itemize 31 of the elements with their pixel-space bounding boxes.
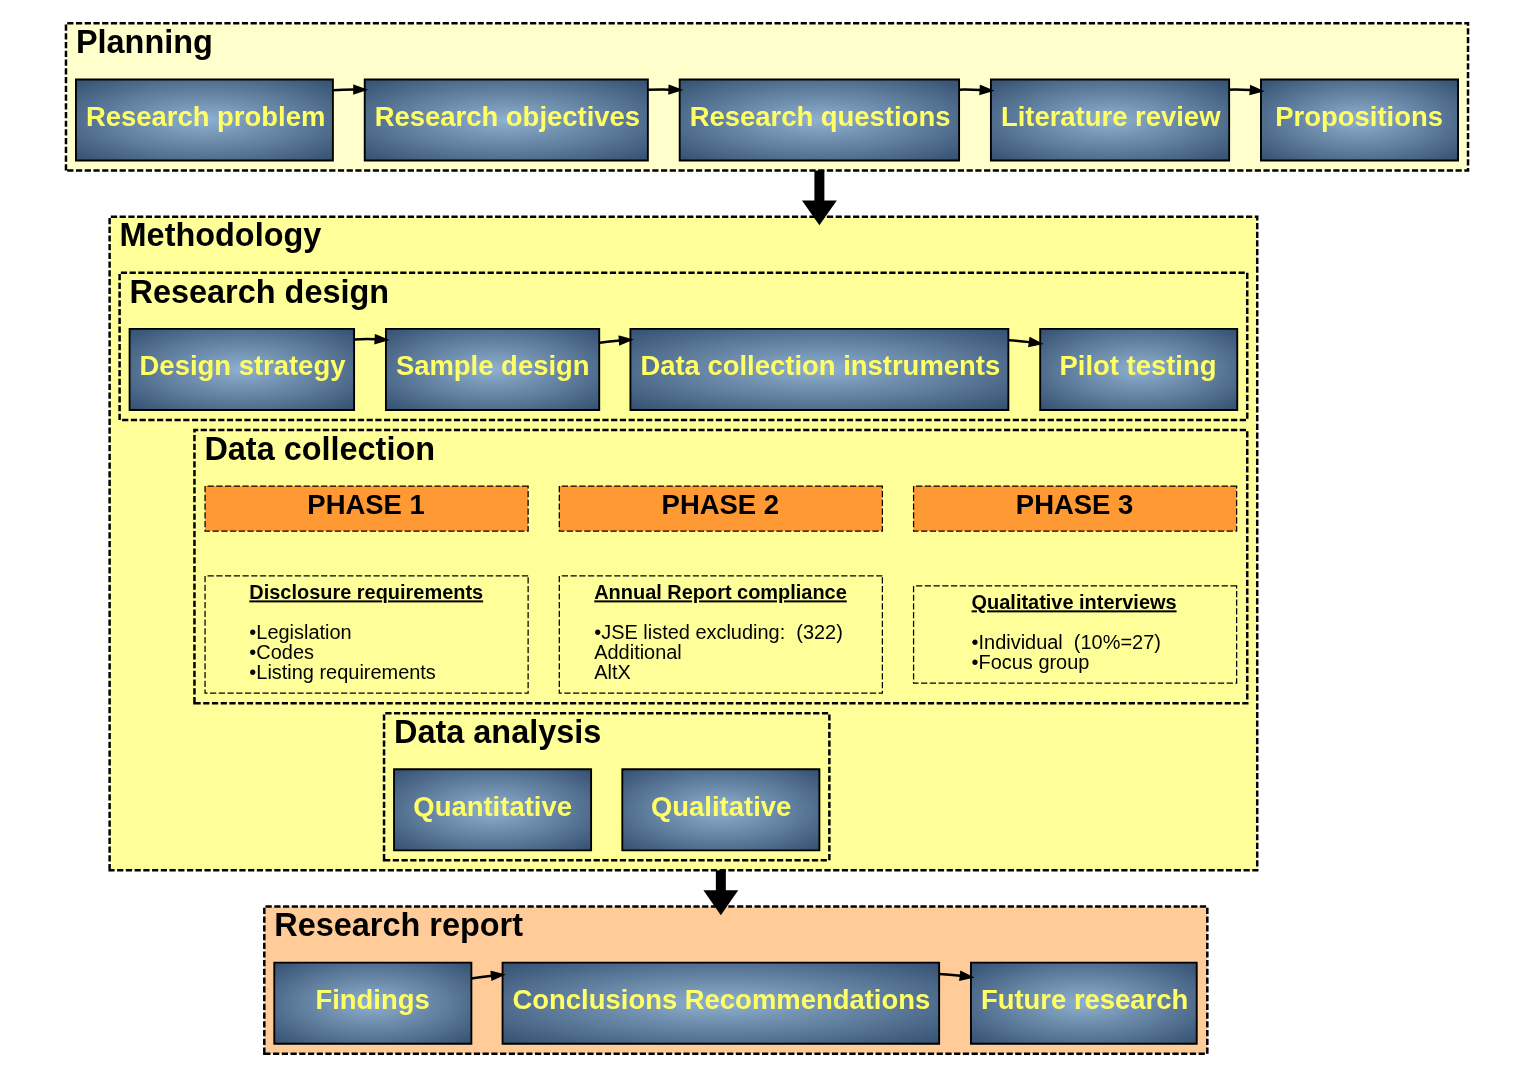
node-box: PHASE 2 (558, 485, 883, 532)
node-box: Sample design (384, 328, 600, 411)
arrow (647, 84, 683, 95)
node-box: PHASE 1 (203, 485, 529, 532)
node-box: Research questions (678, 78, 960, 162)
arrow (702, 870, 738, 916)
node-box: Qualitative (620, 768, 820, 852)
node-box: Quantitative (392, 768, 592, 852)
arrow (959, 84, 994, 96)
node-box: Research problem (74, 78, 334, 162)
arrow (938, 970, 975, 981)
node-box: PHASE 3 (912, 485, 1237, 532)
node-box: Pilot testing (1038, 328, 1238, 411)
node-box: Future research (969, 961, 1198, 1045)
arrow (332, 84, 368, 95)
node-box: Disclosure requirements •Legislation •Codes •Listing requirements (203, 575, 529, 694)
node-box: Research objectives (363, 78, 649, 162)
node-box: Design strategy (128, 328, 355, 411)
arrow (470, 970, 506, 982)
node-box: Propositions (1259, 78, 1459, 162)
node-box: Findings (272, 961, 472, 1045)
node-box: Literature review (989, 78, 1230, 162)
arrow (1228, 84, 1265, 96)
node-box: Annual Report compliance •JSE listed excluding: (322) Additional AltX (558, 575, 883, 694)
arrow (598, 335, 634, 346)
arrow (801, 170, 837, 226)
node-box: Qualitative interviews •Individual (10%=27) •Focus group (912, 585, 1237, 684)
node-box: Data collection instruments (628, 328, 1009, 411)
arrow (1008, 336, 1044, 348)
node-box: Conclusions Recommendations (501, 961, 940, 1045)
arrow (353, 333, 390, 345)
